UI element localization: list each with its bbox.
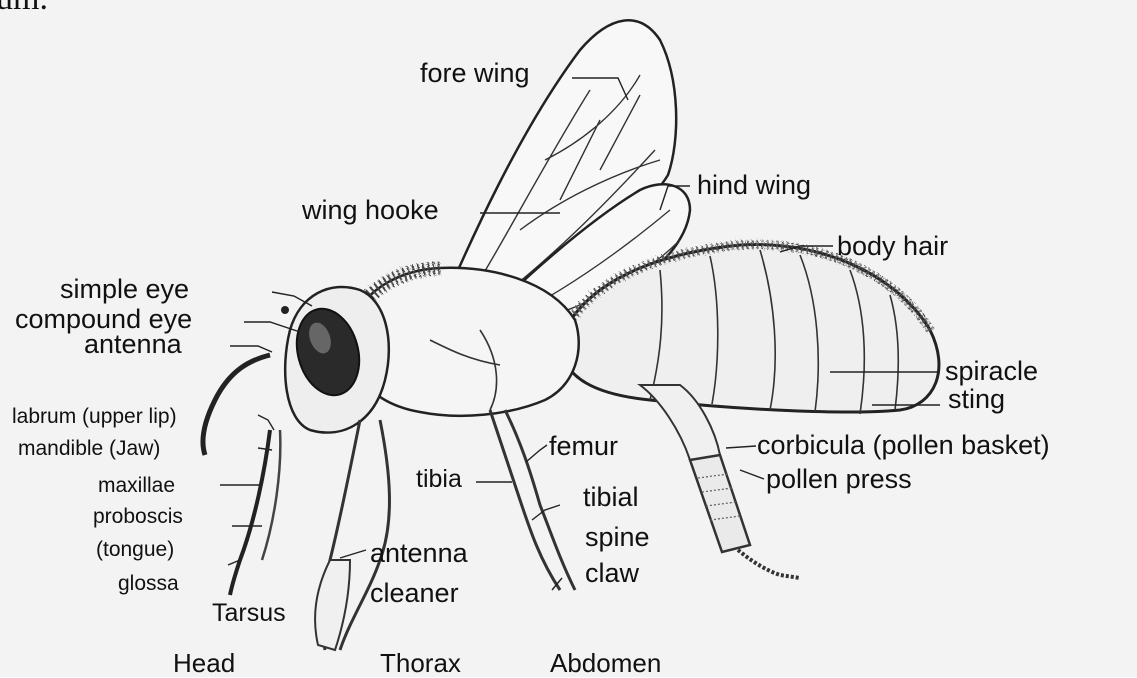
label-wing-hook: wing hooke — [302, 197, 439, 224]
label-mandible: mandible (Jaw) — [18, 438, 160, 459]
label-proboscis: proboscis — [93, 506, 183, 527]
label-sting: sting — [948, 386, 1005, 413]
label-pollen-press: pollen press — [766, 466, 912, 493]
label-femur: femur — [549, 433, 618, 460]
label-tongue: (tongue) — [96, 539, 174, 560]
head-shape — [281, 287, 389, 433]
label-maxillae: maxillae — [98, 475, 175, 496]
label-spine: spine — [585, 524, 650, 551]
label-simple-eye: simple eye — [60, 276, 189, 303]
label-labrum: labrum (upper lip) — [12, 406, 177, 427]
label-antenna: antenna — [84, 331, 182, 358]
label-antenna-cleaner-2: cleaner — [370, 580, 459, 607]
label-tibia: tibia — [416, 467, 462, 492]
section-label-thorax: Thorax — [380, 650, 461, 676]
label-antenna-cleaner-1: antenna — [370, 540, 468, 567]
label-hind-wing: hind wing — [697, 172, 811, 199]
label-tibial: tibial — [583, 484, 639, 511]
section-label-abdomen: Abdomen — [550, 650, 661, 676]
label-fore-wing: fore wing — [420, 60, 530, 87]
proboscis-shape — [230, 430, 270, 595]
label-claw: claw — [585, 560, 639, 587]
label-tarsus: Tarsus — [212, 601, 286, 626]
label-spiracle: spiracle — [945, 358, 1038, 385]
antenna-shape — [203, 355, 270, 455]
label-corbicula: corbicula (pollen basket) — [757, 432, 1050, 459]
label-glossa: glossa — [118, 573, 179, 594]
label-body-hair: body hair — [837, 233, 948, 260]
section-label-head: Head — [173, 650, 235, 676]
